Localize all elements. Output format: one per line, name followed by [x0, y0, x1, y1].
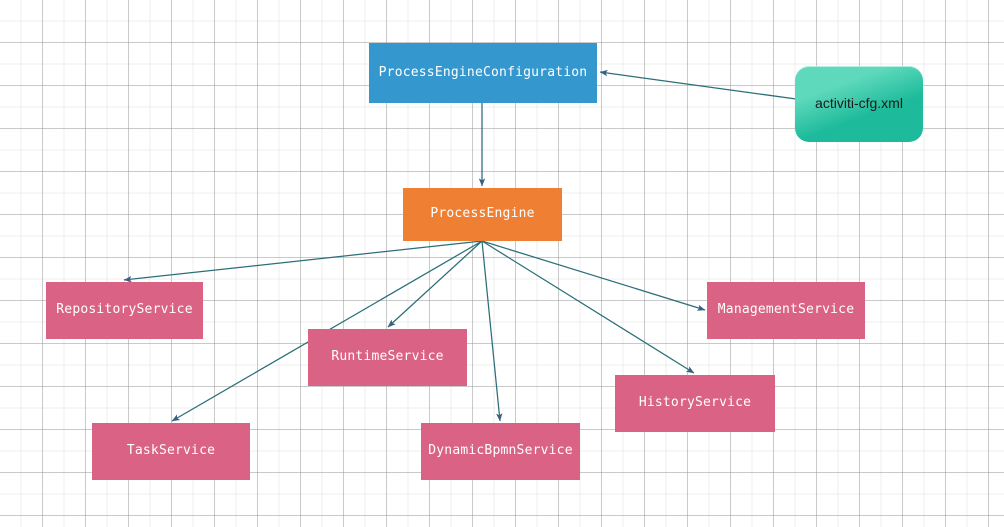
- edge-engine-to-history: [481, 240, 695, 374]
- edge-engine-to-runtime: [387, 240, 483, 328]
- edge-cfg-to-configuration: [599, 69, 797, 100]
- node-label-activiti-cfg-xml: activiti-cfg.xml: [815, 95, 903, 112]
- node-repository-service[interactable]: RepositoryService: [46, 282, 203, 339]
- node-dynamic-bpmn-service[interactable]: DynamicBpmnService: [421, 423, 580, 480]
- node-process-engine[interactable]: ProcessEngine: [403, 188, 562, 241]
- node-label-dynamic-bpmn-service: DynamicBpmnService: [428, 443, 573, 459]
- node-label-runtime-service: RuntimeService: [331, 349, 444, 365]
- node-label-process-engine: ProcessEngine: [430, 206, 535, 222]
- node-label-process-engine-configuration: ProcessEngineConfiguration: [378, 64, 588, 80]
- node-history-service[interactable]: HistoryService: [615, 375, 775, 432]
- node-management-service[interactable]: ManagementService: [707, 282, 865, 339]
- edge-engine-to-management: [481, 240, 706, 311]
- node-process-engine-configuration[interactable]: ProcessEngineConfiguration: [369, 43, 597, 103]
- node-label-management-service: ManagementService: [717, 302, 855, 318]
- edge-engine-to-repository: [123, 240, 483, 283]
- node-label-history-service: HistoryService: [638, 395, 752, 411]
- node-activiti-cfg-xml[interactable]: activiti-cfg.xml: [795, 66, 923, 142]
- node-label-task-service: TaskService: [126, 443, 216, 459]
- node-label-repository-service: RepositoryService: [56, 302, 193, 318]
- edge-engine-to-dynamic-bpmn: [481, 240, 503, 422]
- node-task-service[interactable]: TaskService: [92, 423, 250, 480]
- node-runtime-service[interactable]: RuntimeService: [308, 329, 467, 386]
